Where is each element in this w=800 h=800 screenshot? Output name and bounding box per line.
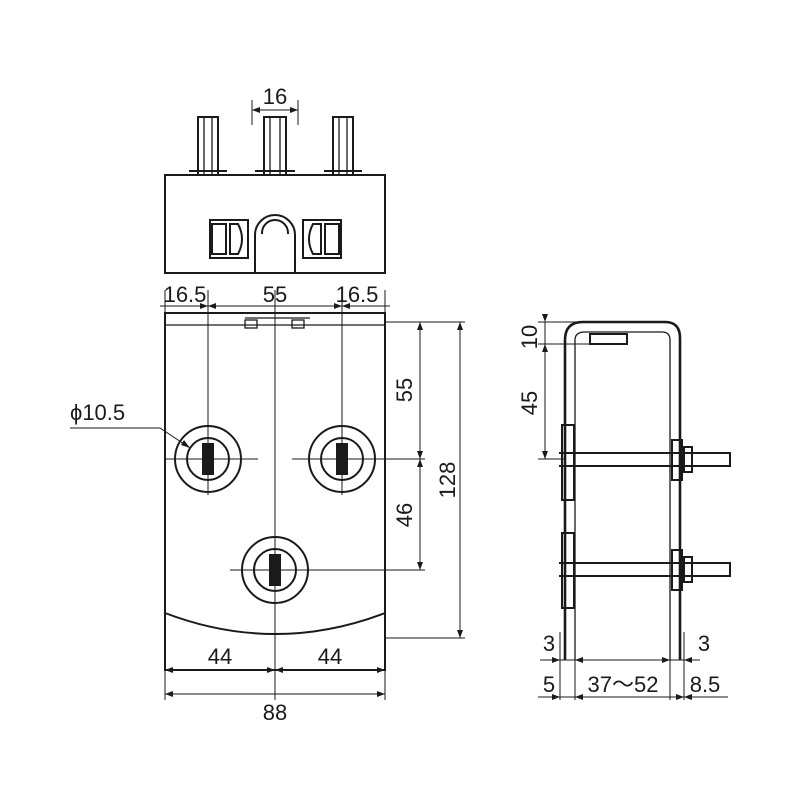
dim-half-width-left: 44: [208, 644, 232, 669]
top-bolt-right: [324, 116, 362, 176]
hole-bottom: [230, 536, 425, 604]
dim-hole-spacing: 55: [263, 282, 287, 307]
dim-half-width-right: 44: [318, 644, 342, 669]
dim-side-top-offset: 10: [517, 325, 542, 349]
side-view: [538, 314, 731, 700]
dim-side-thickness-right: 8.5: [690, 672, 721, 697]
dim-side-gap-right: 3: [698, 631, 710, 656]
dim-side-thickness-left: 5: [543, 672, 555, 697]
dim-side-gap-left: 3: [543, 631, 555, 656]
dim-vertical-upper: 55: [392, 378, 417, 402]
top-view: [164, 100, 386, 274]
top-bolt-left: [189, 116, 227, 176]
dim-hole-diameter: ϕ10.5: [70, 400, 125, 425]
hole-right: [292, 425, 425, 493]
dim-total-width: 88: [263, 700, 287, 725]
hole-left: [165, 425, 258, 493]
top-bolt-center: [255, 116, 295, 176]
dim-hole-offset-right: 16.5: [336, 282, 379, 307]
front-view: [70, 290, 465, 700]
dim-total-height: 128: [435, 462, 460, 499]
dim-hole-offset-left: 16.5: [164, 282, 207, 307]
dim-side-range: 37～52: [588, 672, 659, 697]
dim-side-upper-spacing: 45: [517, 391, 542, 415]
dim-top-bolt-pitch: 16: [263, 84, 287, 109]
dim-vertical-lower: 46: [392, 503, 417, 527]
